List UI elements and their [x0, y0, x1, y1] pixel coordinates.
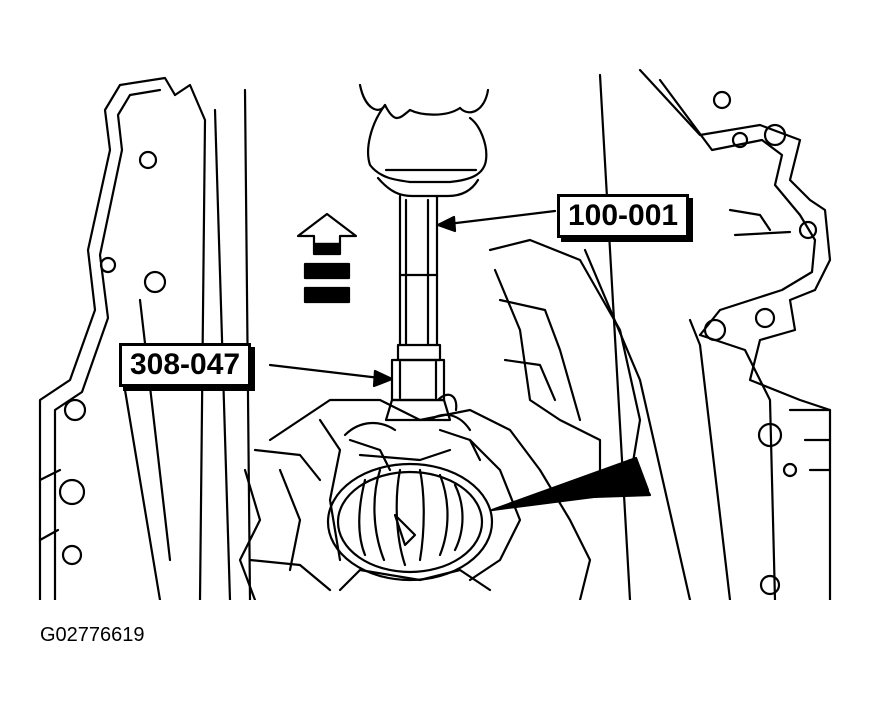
tool-callout-100-001: 100-001 — [557, 194, 690, 238]
bearing-ring — [326, 413, 494, 582]
tool-handle — [358, 83, 490, 198]
leader-line-lower — [268, 363, 394, 388]
figure-id-label: G02776619 — [40, 624, 145, 646]
right-housing — [583, 68, 832, 600]
direction-arrow-bearing — [490, 456, 652, 512]
tool-callout-308-047: 308-047 — [119, 343, 252, 387]
leader-line-upper — [436, 209, 557, 233]
left-housing — [38, 76, 252, 600]
tool-shaft — [384, 194, 458, 422]
up-direction-arrow — [296, 212, 358, 304]
center-casting — [238, 238, 642, 600]
line-drawing — [38, 68, 832, 600]
